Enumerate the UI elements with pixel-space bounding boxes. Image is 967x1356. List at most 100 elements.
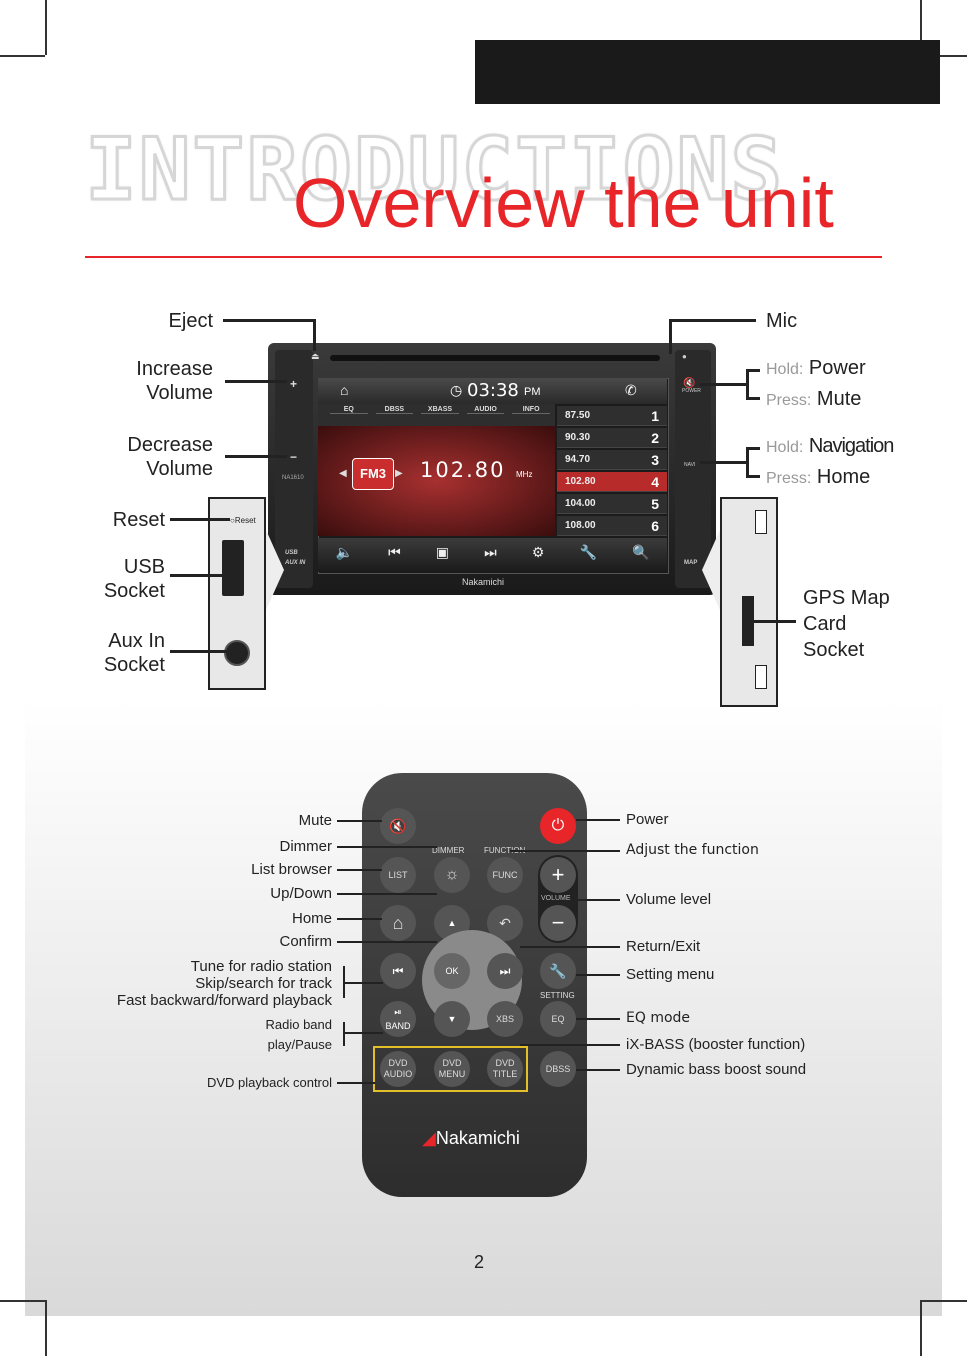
usb-socket[interactable] — [222, 540, 244, 596]
label-eject: Eject — [168, 310, 213, 332]
label-ixbass: iX-BASS (booster function) — [626, 1036, 806, 1053]
model-label: NA1610 — [282, 475, 304, 481]
bracket — [746, 397, 760, 400]
crop-mark — [0, 1300, 45, 1302]
mute-button[interactable]: 🔇 — [380, 808, 416, 844]
leader-line — [337, 918, 382, 920]
eq-tab[interactable]: INFO — [512, 406, 550, 414]
label-radio-band: Radio band — [265, 1017, 333, 1032]
eq-tab[interactable]: DBSS — [375, 406, 414, 414]
preset-number: 3 — [651, 452, 659, 468]
power-button[interactable]: ⏻ — [540, 808, 576, 844]
func-button[interactable]: FUNC — [487, 857, 523, 893]
label-skip: Skip/search for track — [195, 975, 332, 992]
press-value: Home — [816, 466, 871, 488]
volume-up-button[interactable]: + — [540, 857, 576, 893]
am-icon[interactable]: ▣ — [435, 544, 450, 560]
eq-tab[interactable]: EQ — [330, 406, 368, 414]
preset-number: 4 — [651, 474, 659, 490]
label-mic: Mic — [766, 310, 798, 332]
label-aux-socket: Aux In — [108, 630, 165, 652]
hold-prefix: Hold: — [766, 439, 804, 456]
leader-line — [576, 1069, 620, 1071]
xbs-button[interactable]: XBS — [487, 1001, 523, 1037]
settings-icon[interactable]: ⚙ — [531, 544, 545, 560]
label-home: Home — [291, 910, 332, 927]
aux-label: AUX IN — [285, 560, 306, 566]
leader-line — [223, 319, 315, 322]
leader-line — [337, 1082, 375, 1084]
reset-label: ○Reset — [230, 516, 256, 525]
band-play-button[interactable]: ⏯BAND — [380, 1001, 416, 1037]
next-icon[interactable]: ⏭ — [484, 544, 497, 560]
eject-icon[interactable]: ⏏ — [311, 351, 320, 361]
dbss-button[interactable]: DBSS — [540, 1051, 576, 1087]
hold-value: Power — [808, 357, 866, 379]
leader-line — [337, 893, 437, 895]
leader-line — [170, 650, 230, 653]
previous-button[interactable]: ⏮ — [380, 953, 416, 989]
left-pointer — [266, 530, 284, 610]
down-button[interactable]: ▼ — [434, 1001, 470, 1037]
phone-icon[interactable]: ✆ — [625, 382, 637, 398]
down-arrow-icon: ▼ — [447, 1014, 457, 1024]
eq-tab[interactable]: AUDIO — [466, 406, 505, 414]
seek-right-icon[interactable]: ▶ — [395, 468, 403, 479]
aux-socket[interactable] — [224, 640, 250, 666]
label-power: Power — [626, 811, 669, 828]
next-button[interactable]: ⏭ — [487, 953, 523, 989]
home-button[interactable]: ⌂ — [380, 905, 416, 941]
clock-icon: ◷ — [450, 382, 463, 398]
wrench-icon[interactable]: 🔧 — [579, 544, 597, 560]
dvd-menu-caption: DVD — [442, 1058, 462, 1068]
volume-up-icon[interactable]: + — [290, 377, 298, 391]
power-label[interactable]: POWER — [682, 388, 701, 394]
card-clip — [755, 665, 767, 689]
screen-top-bar — [318, 378, 667, 404]
right-pointer — [702, 530, 720, 610]
leader-line — [520, 946, 620, 948]
search-icon[interactable]: 🔍 — [632, 544, 650, 560]
volume-down-button[interactable]: − — [540, 905, 576, 941]
leader-line — [337, 820, 382, 822]
bracket — [746, 475, 760, 478]
eq-tab[interactable]: XBASS — [421, 406, 459, 414]
seek-left-icon[interactable]: ◀ — [339, 468, 347, 479]
setting-caption: SETTING — [540, 991, 575, 1000]
leader-line — [700, 461, 746, 464]
bottom-controls: 🔈 ⏮ ▣ ⏭ ⚙ 🔧 🔍 — [318, 544, 667, 561]
list-button[interactable]: LIST — [380, 857, 416, 893]
preset-number: 1 — [651, 408, 659, 424]
setting-button[interactable]: 🔧 — [540, 953, 576, 989]
home-icon[interactable]: ⌂ — [340, 382, 349, 398]
leader-line — [669, 319, 672, 354]
volume-down-icon[interactable]: − — [290, 450, 298, 464]
speaker-icon[interactable]: 🔈 — [335, 544, 353, 560]
crop-mark — [922, 1300, 967, 1302]
clock-suffix: PM — [524, 386, 541, 398]
dimmer-caption: DIMMER — [432, 846, 465, 855]
previous-icon: ⏮ — [392, 964, 404, 978]
bracket — [746, 369, 760, 372]
leader-line — [343, 1032, 383, 1034]
label-gps-socket: Card — [803, 613, 847, 635]
eq-button[interactable]: EQ — [540, 1001, 576, 1037]
map-label[interactable]: MAP — [684, 560, 698, 566]
label-increase-volume: Increase — [136, 358, 213, 380]
mute-icon[interactable]: 🔇 — [683, 378, 696, 389]
ok-button[interactable]: OK — [434, 953, 470, 989]
label-nav-hold: Hold: Navigation — [766, 434, 894, 460]
previous-icon[interactable]: ⏮ — [388, 544, 401, 560]
band-badge[interactable]: FM3 — [352, 458, 394, 490]
dimmer-button[interactable]: ☼ — [434, 857, 470, 893]
navi-label[interactable]: NAVI — [684, 462, 696, 468]
